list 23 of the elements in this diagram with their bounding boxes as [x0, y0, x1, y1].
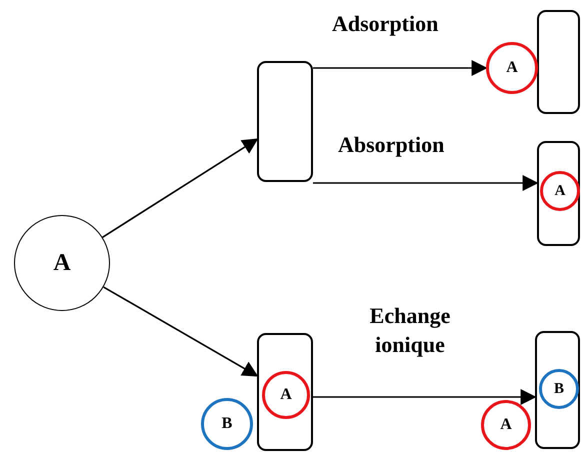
node-label: B	[554, 380, 564, 398]
node-label: A	[506, 59, 518, 77]
rounded-box	[537, 10, 580, 114]
circle-node	[540, 171, 580, 211]
node-label: A	[500, 416, 512, 434]
rounded-box	[537, 141, 580, 246]
circle-node	[539, 369, 579, 409]
arrow	[313, 175, 539, 191]
node-label: A	[280, 386, 292, 404]
circle-node	[201, 398, 253, 450]
arrow	[313, 389, 537, 405]
node-label: A	[53, 250, 71, 276]
circle-node	[486, 42, 538, 94]
circle-node	[481, 400, 531, 450]
arrow	[103, 286, 258, 377]
rounded-box	[257, 333, 313, 451]
rounded-box	[535, 331, 580, 449]
rounded-box	[257, 61, 313, 182]
arrow	[102, 138, 258, 238]
circle-node	[262, 371, 310, 419]
arrow	[313, 60, 488, 76]
node-label: A	[554, 182, 566, 200]
node-label: B	[222, 415, 232, 433]
